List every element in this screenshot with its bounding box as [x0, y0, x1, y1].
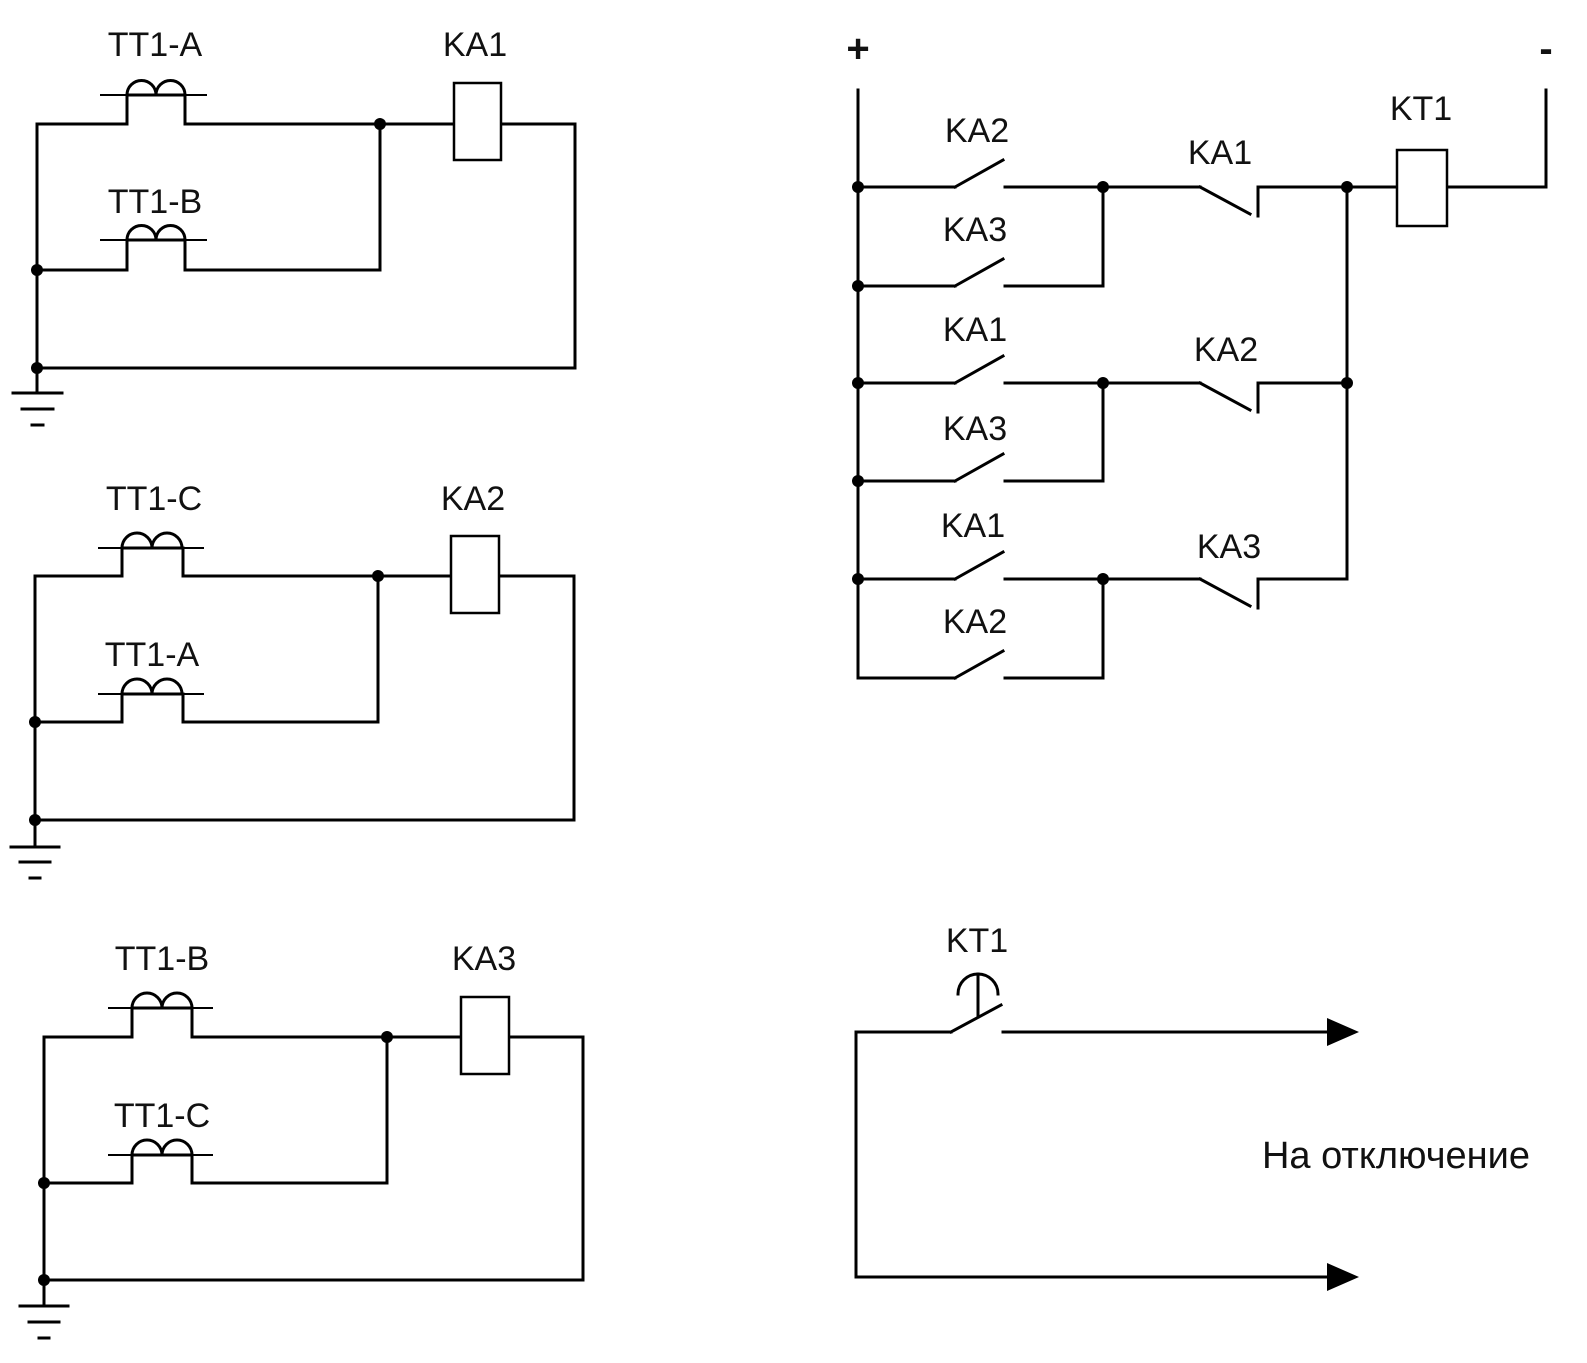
relay-label: KA2 [441, 480, 505, 518]
no-contact-icon [952, 451, 1006, 484]
current-transformer-icon [100, 224, 207, 242]
time-delay-contact-icon [948, 972, 1004, 1035]
nc-contact-icon [1197, 380, 1260, 414]
contact-label: KA2 [945, 112, 1009, 150]
junction-dot [1097, 181, 1109, 193]
no-contact-icon [952, 549, 1006, 582]
current-transformer-icon [98, 531, 204, 550]
current-transformer-icon [108, 991, 213, 1010]
relay-label: KA3 [452, 940, 516, 978]
trip-wiring [854, 1030, 1337, 1279]
timer-coil-kt1 [1395, 148, 1449, 228]
nc-contact-icon [1197, 576, 1260, 610]
circuit-1: TT1-A TT1-B KA1 [11, 26, 577, 427]
relay-coil-ka1 [452, 81, 503, 162]
junction-dot [1341, 377, 1353, 389]
junction-dot [852, 573, 864, 585]
arrow-right-icon [1327, 1263, 1359, 1291]
junction-dot [852, 475, 864, 487]
relay-coil-ka2 [449, 534, 501, 615]
contact-label: KA1 [1188, 134, 1252, 172]
current-transformer-icon [108, 1138, 213, 1157]
no-contact-icon [952, 648, 1006, 681]
circuit-2: TT1-C TT1-A KA2 [9, 480, 576, 880]
junction-dot [381, 1031, 393, 1043]
junction-dot [852, 181, 864, 193]
relay-label: KA1 [443, 26, 507, 64]
ct-label: TT1-C [106, 480, 202, 518]
junction-dot [1097, 573, 1109, 585]
junction-dot [1341, 181, 1353, 193]
ct-label: TT1-C [114, 1097, 210, 1135]
relay-coil-ka3 [459, 995, 511, 1076]
plus-terminal-label: + [846, 27, 869, 71]
ct-label: TT1-B [108, 183, 202, 221]
junction-dot [852, 280, 864, 292]
ground-icon [11, 366, 64, 427]
logic-circuit: + - [846, 27, 1553, 681]
contact-label: KA1 [941, 507, 1005, 545]
trip-label: На отключение [1262, 1135, 1530, 1177]
contact-label: KA2 [1194, 331, 1258, 369]
no-contact-icon [952, 353, 1006, 386]
contact-label: KA1 [943, 311, 1007, 349]
circuit-3: TT1-B TT1-C KA3 [18, 940, 585, 1340]
arrow-right-icon [1327, 1018, 1359, 1046]
junction-dot [1097, 377, 1109, 389]
ct-label: TT1-A [105, 636, 200, 674]
ct-label: TT1-A [108, 26, 203, 64]
contact-label: KA3 [1197, 528, 1261, 566]
current-transformer-icon [100, 79, 207, 97]
nc-contact-icon [1197, 184, 1260, 218]
junction-dot [372, 570, 384, 582]
ct-label: TT1-B [115, 940, 209, 978]
trip-circuit: KT1 На отключение [854, 922, 1530, 1291]
junction-dot [852, 377, 864, 389]
junction-dot [29, 716, 41, 728]
junction-dot [374, 118, 386, 130]
no-contact-icon [952, 256, 1006, 289]
contact-label: KA2 [943, 603, 1007, 641]
junction-dot [31, 264, 43, 276]
timer-label: KT1 [1390, 90, 1452, 128]
contact-label: KA3 [943, 211, 1007, 249]
ground-icon [9, 818, 61, 880]
no-contact-icon [952, 157, 1006, 190]
timer-contact-label: KT1 [946, 922, 1008, 960]
current-transformer-icon [98, 677, 204, 696]
contact-label: KA3 [943, 410, 1007, 448]
minus-terminal-label: - [1539, 27, 1552, 71]
ground-icon [18, 1278, 70, 1340]
junction-dot [38, 1177, 50, 1189]
